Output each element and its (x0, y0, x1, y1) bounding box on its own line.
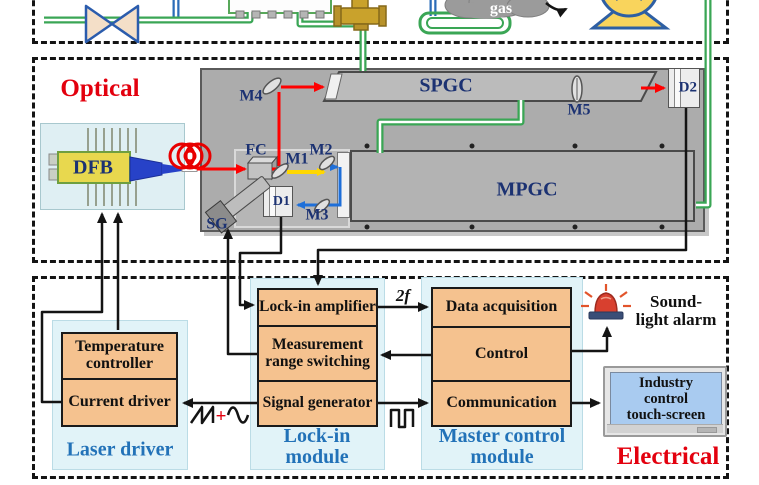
master-control-module-label: Master control module (438, 425, 566, 468)
manifold-icon (228, 0, 332, 14)
communication-box: Communication (431, 380, 572, 427)
d2-window (674, 69, 681, 107)
gas-section-frame (32, 0, 729, 44)
measurement-range-switching-box: Measurement range switching (257, 325, 378, 382)
touchscreen-display: Industry control touch-screen (610, 372, 722, 426)
m1-label: M1 (285, 150, 309, 168)
m4-label: M4 (239, 87, 263, 105)
detector-d1: D1 (263, 186, 293, 217)
monitor-slot (697, 427, 717, 433)
m3-label: M3 (305, 206, 329, 224)
data-acquisition-box: Data acquisition (431, 287, 572, 328)
mpgc-entrance-window (337, 152, 350, 218)
dfb-label: DFB (73, 156, 113, 179)
m5-label: M5 (567, 101, 591, 119)
monitor-icon: Industry control touch-screen (603, 366, 727, 437)
fc-label: FC (245, 141, 267, 159)
sg-label: SG (206, 215, 228, 233)
second-harmonic-label: 2f (395, 286, 411, 306)
temperature-controller-box: Temperature controller (61, 332, 178, 380)
detector-d2: D2 (668, 68, 700, 108)
monitor-base (607, 424, 723, 433)
current-driver-box: Current driver (61, 378, 178, 427)
sound-light-alarm-label: Sound- light alarm (635, 292, 717, 329)
lockin-amplifier-box: Lock-in amplifier (257, 288, 378, 327)
mpgc-label: MPGC (496, 178, 558, 201)
laser-driver-label: Laser driver (66, 438, 174, 461)
spgc-label: SPGC (419, 74, 473, 97)
m2-label: M2 (309, 141, 333, 159)
electrical-section-label: Electrical (616, 442, 720, 470)
optical-section-label: Optical (60, 74, 140, 102)
control-box: Control (431, 326, 572, 382)
d1-label: D1 (272, 193, 290, 209)
lockin-module-label: Lock-in module (283, 425, 351, 468)
touchscreen-text: Industry (638, 374, 693, 391)
signal-generator-box: Signal generator (257, 380, 378, 427)
d2-label: D2 (678, 79, 697, 96)
